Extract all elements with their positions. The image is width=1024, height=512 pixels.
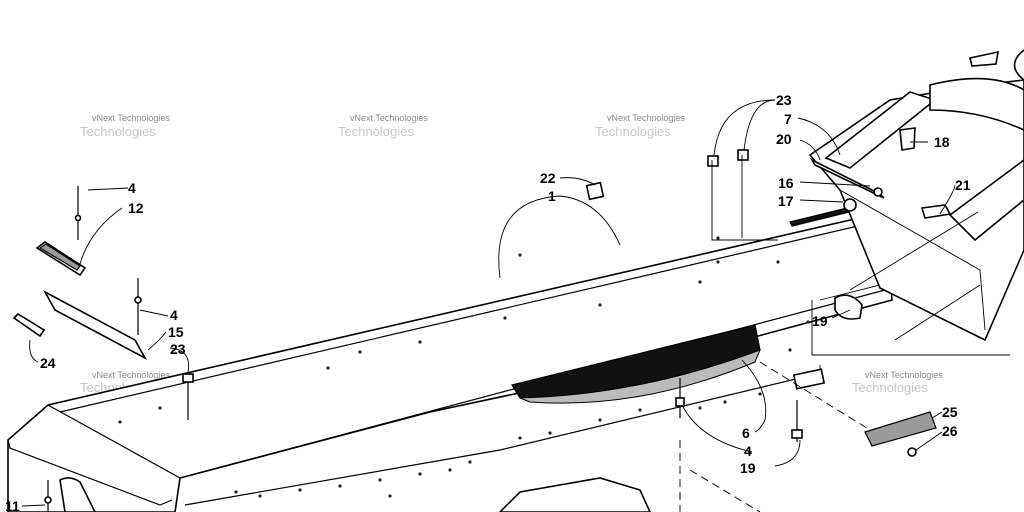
callout-19: 19	[812, 313, 828, 329]
callout-19: 19	[740, 460, 756, 476]
watermark-7: vNext Technologies	[865, 370, 943, 380]
callout-26: 26	[942, 423, 958, 439]
callout-16: 16	[778, 175, 794, 191]
tunnel-holes	[118, 236, 810, 498]
left-brackets	[12, 241, 148, 360]
small-plate	[585, 181, 605, 201]
rear-bumper	[808, 49, 1024, 342]
callout-6: 6	[742, 425, 750, 441]
callout-24: 24	[40, 355, 56, 371]
lower-left-bracket	[59, 477, 96, 512]
watermark-7-big: Technologies	[852, 380, 928, 395]
watermark-1: vNext Technologies	[92, 113, 170, 123]
callout-25: 25	[942, 404, 958, 420]
watermark-1-big: Technologies	[80, 124, 156, 139]
callout-21: 21	[955, 177, 971, 193]
watermark-5: vNext Technologies	[92, 370, 170, 380]
callout-17: 17	[778, 193, 794, 209]
callout-11: 11	[5, 498, 20, 512]
leader-lines	[21, 99, 981, 512]
callout-7: 7	[784, 111, 792, 127]
tunnel-panel	[7, 199, 1010, 512]
callout-23: 23	[776, 92, 792, 108]
lower-component	[498, 477, 651, 512]
callout-20: 20	[776, 131, 792, 147]
callout-1: 1	[548, 188, 556, 204]
callout-23: 23	[170, 341, 186, 357]
decal-strip	[511, 324, 761, 404]
watermark-2-big: Technologies	[338, 124, 414, 139]
callout-12: 12	[128, 200, 144, 216]
callout-4: 4	[744, 443, 752, 459]
watermark-3: vNext Technologies	[607, 113, 685, 123]
callout-15: 15	[168, 324, 184, 340]
watermark-2: vNext Technologies	[350, 113, 428, 123]
reflector	[864, 411, 937, 457]
callout-4: 4	[170, 307, 178, 323]
callout-4: 4	[128, 180, 136, 196]
callout-18: 18	[934, 134, 950, 150]
callouts: 4 12 4 15 23 24 11 22 1 23 7 20 18 16 17…	[5, 92, 971, 512]
callout-22: 22	[540, 170, 556, 186]
bolts	[44, 149, 803, 512]
watermark-3-big: Technologies	[595, 124, 671, 139]
